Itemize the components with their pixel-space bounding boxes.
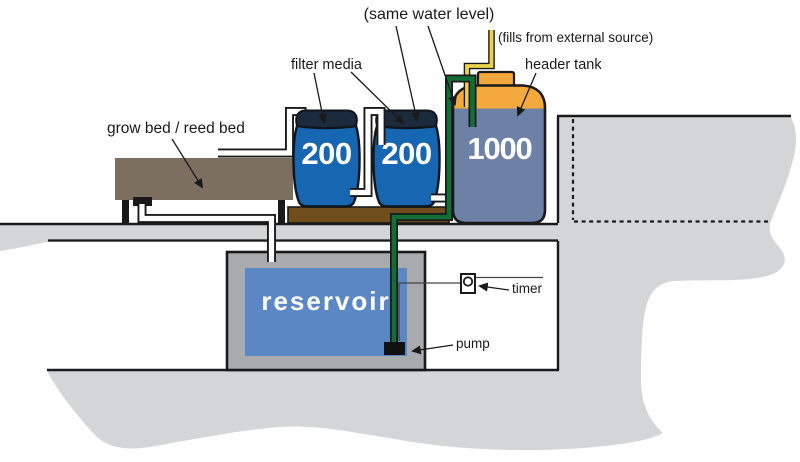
- label-same-water-level: (same water level): [364, 6, 495, 23]
- grow-bed-leg-left: [122, 200, 129, 223]
- header-tank-volume-label: 1000: [467, 131, 531, 166]
- grow-bed-leg-right: [278, 200, 285, 223]
- label-fills-from-external-source: (fills from external source): [498, 30, 653, 45]
- drain-pipe: [137, 204, 276, 262]
- leader-header-tank: [516, 72, 537, 117]
- filter-barrel-1-lid: [295, 109, 358, 129]
- reservoir-water: [245, 268, 407, 356]
- leader-filter-media-1: [313, 72, 327, 124]
- label-header-tank: header tank: [525, 57, 602, 73]
- barrel-2-volume-label: 200: [381, 136, 431, 171]
- header-tank-outline: [451, 84, 547, 225]
- leader-same-water-level-1: [395, 25, 420, 122]
- pump-timer-wire: [398, 282, 460, 341]
- underground-terrain-mass: [47, 116, 797, 451]
- label-timer: timer: [512, 281, 543, 296]
- external-fill-pipe: [463, 30, 495, 107]
- filter-barrel-2: 200: [372, 109, 441, 208]
- filter-barrel-1: 200: [292, 109, 361, 208]
- label-filter-media: filter media: [291, 57, 363, 73]
- label-grow-bed: grow bed / reed bed: [107, 120, 245, 137]
- timer-dial: [462, 276, 474, 287]
- pump: [384, 342, 405, 355]
- grow-bed: [115, 158, 293, 200]
- grow-bed-drain-fitting: [133, 197, 152, 206]
- ground-surface-band: [0, 223, 558, 242]
- leader-filter-media-2: [350, 71, 405, 125]
- leader-same-water-level-2: [427, 25, 457, 106]
- barrel-transfer-pipe: [350, 107, 386, 197]
- reservoir-label: reservoir: [261, 286, 390, 316]
- pump-supply-pipe: [390, 74, 477, 343]
- leader-grow-bed: [171, 138, 204, 189]
- ground-band-left-wedge: [0, 241, 50, 251]
- leader-pump: [411, 344, 454, 355]
- barrel-1-volume-label: 200: [301, 136, 351, 171]
- label-pump: pump: [456, 336, 490, 351]
- leader-timer: [478, 282, 510, 292]
